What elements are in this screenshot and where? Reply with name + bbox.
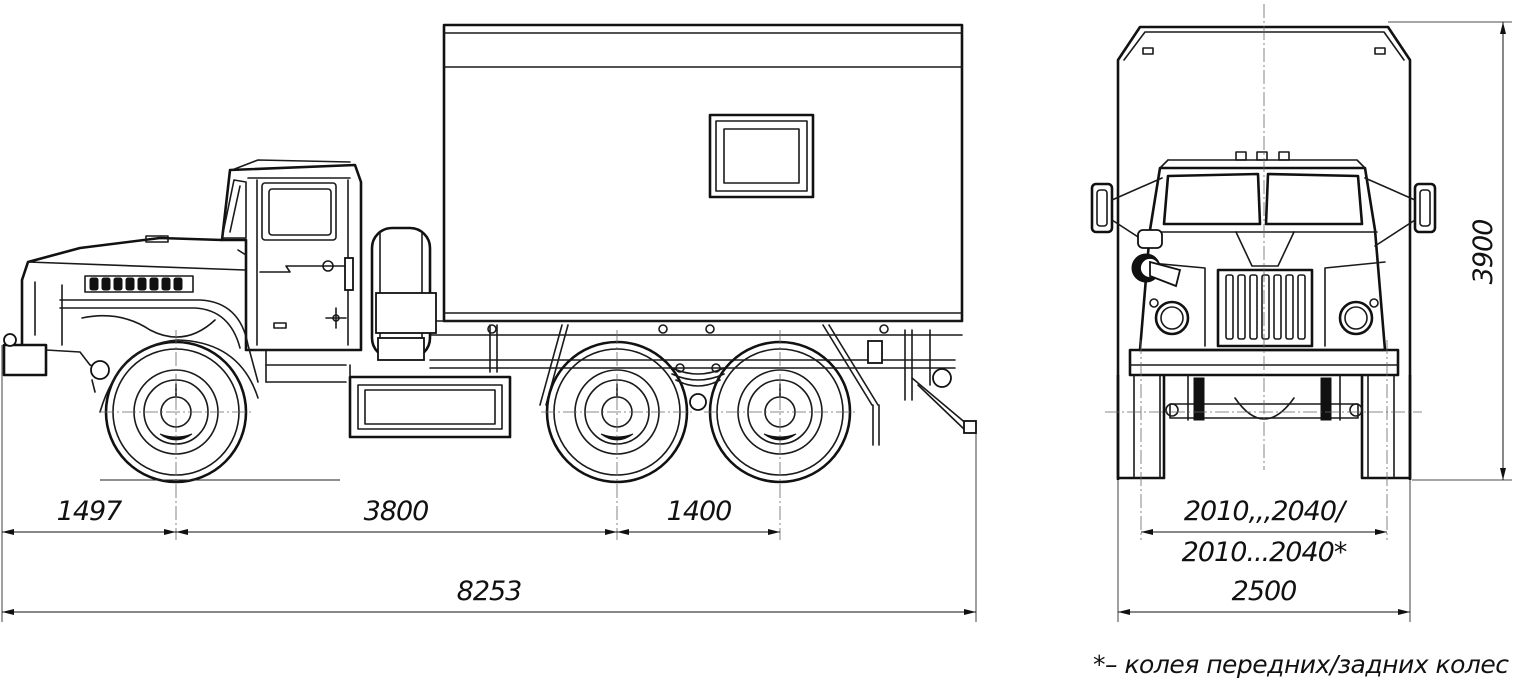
truck-cab [220,159,363,383]
track-footnote: *– колея передних/задних колес [1093,650,1509,679]
beacon-light [1131,229,1182,288]
front-bumper [2,333,110,393]
front-view-left-wheel [1116,374,1179,480]
dimension-overall-length: 8253 [2,576,976,615]
front-view-right-wheel [1349,374,1412,480]
truck-hood [20,235,259,383]
dim-wheelbase-rear-label: 1400 [667,496,732,527]
dim-track-line1: 2010,,,2040/ [1184,496,1348,527]
dimension-track: 2010,,,2040/ 2010...2040* [1141,496,1387,568]
cargo-box [442,23,964,323]
side-toolbox [348,364,512,439]
front-wheel [99,339,259,484]
dimension-overall-height: 3900 [1468,22,1506,480]
front-view: 2010,,,2040/ 2010...2040* 2500 3900 [1090,4,1512,622]
dim-wheelbase-front-label: 3800 [364,496,429,527]
spare-wheel [370,226,437,361]
dimension-front-overhang: 1497 [2,496,176,535]
right-headlight [1338,298,1379,336]
dimension-overall-width: 2500 [1118,576,1410,615]
front-grille [1139,231,1386,348]
hood-louvres [89,277,183,291]
dim-overall-width-label: 2500 [1232,576,1297,607]
rear-suspension [671,363,725,411]
right-mirror [1364,177,1437,247]
left-headlight [1149,298,1190,336]
dimension-wheelbase-front: 3800 [176,496,617,535]
dim-track-line2: 2010...2040* [1182,537,1347,568]
dim-front-overhang-label: 1497 [57,496,123,527]
dim-overall-height-label: 3900 [1468,220,1499,285]
box-window [708,113,815,199]
dimension-wheelbase-rear: 1400 [617,496,780,535]
side-view: 1497 3800 1400 8253 [1,23,977,622]
dim-overall-length-label: 8253 [457,576,522,607]
chassis-frame [429,320,977,446]
